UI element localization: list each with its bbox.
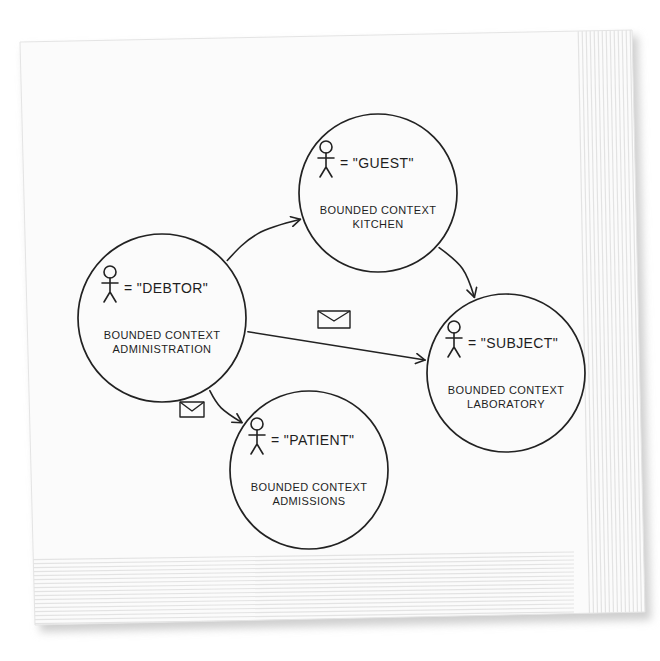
- texture-line: [10, 592, 574, 600]
- texture-line: [10, 596, 574, 604]
- texture-line: [10, 608, 574, 616]
- texture-line: [650, 20, 660, 640]
- texture-line: [10, 628, 574, 636]
- texture-line: [10, 604, 574, 612]
- stick-figures: [102, 141, 462, 454]
- texture-line: [634, 20, 646, 640]
- texture-line: [10, 588, 574, 596]
- circle-outline: [77, 233, 247, 403]
- role-name: = "PATIENT": [271, 432, 354, 449]
- context-label: BOUNDED CONTEXT ADMISSIONS: [249, 480, 369, 508]
- context-label: BOUNDED CONTEXT KITCHEN: [318, 203, 438, 231]
- envelope-symbol: [180, 402, 204, 417]
- envelope-symbol: [318, 311, 350, 328]
- role-name: = "DEBTOR": [124, 280, 208, 297]
- circle-outline: [230, 391, 388, 549]
- bounded-context-circle: = "GUEST" BOUNDED CONTEXT KITCHEN: [298, 113, 458, 273]
- circle-outline: [427, 294, 585, 452]
- napkin: [20, 30, 645, 625]
- texture-line: [10, 612, 574, 620]
- napkin-texture: [10, 20, 660, 640]
- circle-outline: [78, 234, 246, 402]
- texture-line: [638, 20, 650, 640]
- texture-line: [10, 560, 574, 568]
- texture-line: [10, 556, 574, 564]
- texture-line: [630, 20, 642, 640]
- bounded-context-circle: = "PATIENT" BOUNDED CONTEXT ADMISSIONS: [229, 390, 389, 550]
- circle-outline: [298, 113, 458, 273]
- texture-line: [10, 552, 574, 560]
- stick-figure: [249, 418, 265, 454]
- circle-outline: [299, 114, 457, 272]
- message-arrow: [439, 248, 474, 298]
- texture-line: [646, 20, 658, 640]
- bounded-context-circle: = "DEBTOR" BOUNDED CONTEXT ADMINISTRATION: [77, 233, 247, 403]
- texture-line: [642, 20, 654, 640]
- stick-figure: [318, 141, 334, 177]
- envelopes: [180, 311, 350, 417]
- texture-line: [10, 572, 574, 580]
- message-arrow: [248, 332, 425, 360]
- texture-line: [10, 576, 574, 584]
- texture-line: [10, 584, 574, 592]
- context-label: BOUNDED CONTEXT ADMINISTRATION: [102, 328, 222, 356]
- circle-outline: [229, 390, 389, 550]
- role-name: = "SUBJECT": [468, 335, 558, 352]
- bounded-context-circle: = "SUBJECT" BOUNDED CONTEXT LABORATORY: [426, 293, 586, 453]
- texture-line: [10, 624, 574, 632]
- texture-line: [10, 568, 574, 576]
- circle-outline: [426, 293, 586, 453]
- role-name: = "GUEST": [340, 155, 414, 172]
- message-arrow: [227, 219, 300, 260]
- context-label: BOUNDED CONTEXT LABORATORY: [446, 383, 566, 411]
- stick-figure: [446, 321, 462, 357]
- message-arrow: [210, 391, 242, 423]
- texture-line: [10, 620, 574, 628]
- texture-line: [10, 580, 574, 588]
- texture-line: [10, 564, 574, 572]
- stick-figure: [102, 266, 118, 302]
- texture-line: [10, 616, 574, 624]
- texture-line: [10, 600, 574, 608]
